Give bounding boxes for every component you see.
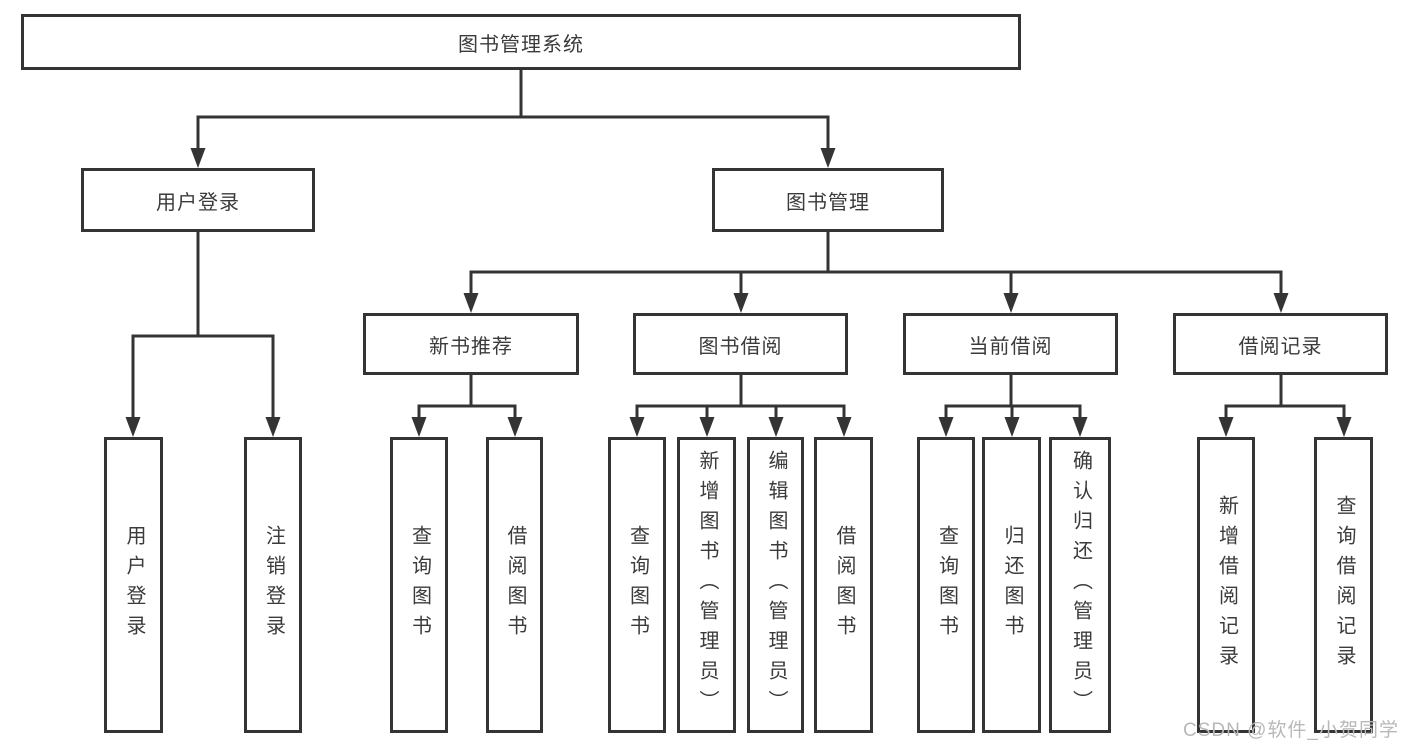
- leaf-user-login: 用户登录: [104, 437, 163, 733]
- node-borrowing-records-label: 借阅记录: [1238, 335, 1323, 358]
- node-user-login: 用户登录: [81, 168, 315, 232]
- node-root: 图书管理系统: [21, 14, 1021, 70]
- node-current-borrowing: 当前借阅: [903, 313, 1118, 375]
- leaf-return-books: 归还图书: [982, 437, 1041, 733]
- leaf-recommend-query-books: 查询图书: [390, 437, 448, 733]
- leaf-confirm-return-admin: 确认归还（管理员）: [1049, 437, 1111, 733]
- csdn-watermark: CSDN @软件_小贺同学: [1183, 720, 1399, 741]
- leaf-borrow-books-label: 借阅图书: [833, 525, 855, 645]
- node-user-login-label: 用户登录: [156, 191, 240, 214]
- node-book-management: 图书管理: [712, 168, 944, 232]
- connector-strokes: [131, 68, 1346, 421]
- leaf-logout-label: 注销登录: [262, 525, 285, 645]
- node-root-label: 图书管理系统: [458, 33, 584, 56]
- leaf-borrow-query-books-label: 查询图书: [626, 525, 649, 645]
- leaf-recommend-borrow-books: 借阅图书: [486, 437, 543, 733]
- leaf-query-borrow-record-label: 查询借阅记录: [1333, 495, 1355, 675]
- node-borrowing-records: 借阅记录: [1173, 313, 1388, 375]
- leaf-user-login-label: 用户登录: [123, 525, 145, 645]
- node-book-borrowing-label: 图书借阅: [698, 335, 783, 358]
- leaf-add-books-admin: 新增图书（管理员）: [677, 437, 736, 733]
- leaf-recommend-borrow-books-label: 借阅图书: [504, 525, 526, 645]
- leaf-query-borrow-record: 查询借阅记录: [1314, 437, 1373, 733]
- node-book-management-label: 图书管理: [786, 191, 870, 214]
- leaf-borrow-books: 借阅图书: [814, 437, 873, 733]
- leaf-add-books-admin-label: 新增图书（管理员）: [696, 450, 718, 720]
- leaf-current-query-books: 查询图书: [917, 437, 975, 733]
- leaf-current-query-books-label: 查询图书: [935, 525, 958, 645]
- node-current-borrowing-label: 当前借阅: [968, 335, 1053, 358]
- leaf-recommend-query-books-label: 查询图书: [408, 525, 431, 645]
- leaf-logout: 注销登录: [244, 437, 302, 733]
- node-new-book-recommend-label: 新书推荐: [429, 335, 513, 358]
- leaf-add-borrow-record: 新增借阅记录: [1197, 437, 1255, 733]
- leaf-confirm-return-admin-label: 确认归还（管理员）: [1069, 450, 1092, 720]
- leaf-return-books-label: 归还图书: [1001, 525, 1023, 645]
- leaf-borrow-query-books: 查询图书: [608, 437, 666, 733]
- node-book-borrowing: 图书借阅: [633, 313, 848, 375]
- leaf-add-borrow-record-label: 新增借阅记录: [1215, 495, 1238, 675]
- leaf-edit-books-admin-label: 编辑图书（管理员）: [765, 450, 787, 720]
- node-new-book-recommend: 新书推荐: [363, 313, 579, 375]
- leaf-edit-books-admin: 编辑图书（管理员）: [747, 437, 804, 733]
